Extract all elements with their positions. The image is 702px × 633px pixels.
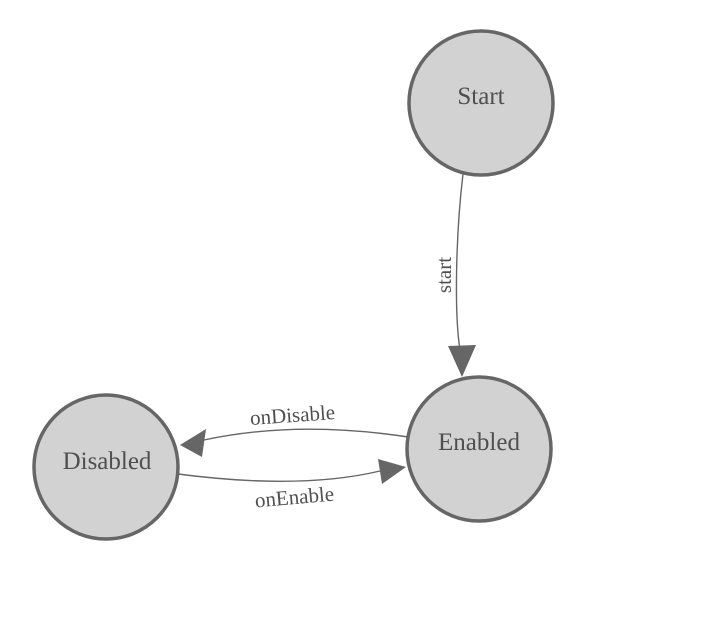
state-node-enabled-label: Enabled [438,429,520,456]
transition-enabled-to-disabled [203,428,409,441]
arrowhead-enabled-to-disabled [180,429,206,457]
state-node-start [407,29,555,177]
transition-label-start: start [432,257,456,293]
state-node-disabled-label: Disabled [63,448,152,475]
arrowhead-disabled-to-enabled [378,459,406,484]
transition-start-to-enabled [455,173,464,351]
arrowhead-start-to-enabled [448,345,476,377]
transition-label-ondisable: onDisable [249,400,336,430]
state-node-enabled [405,375,553,523]
state-node-disabled [32,393,180,541]
transition-disabled-to-enabled [177,470,381,483]
transition-label-onenable: onEnable [254,482,335,513]
state-node-start-label: Start [457,83,504,110]
